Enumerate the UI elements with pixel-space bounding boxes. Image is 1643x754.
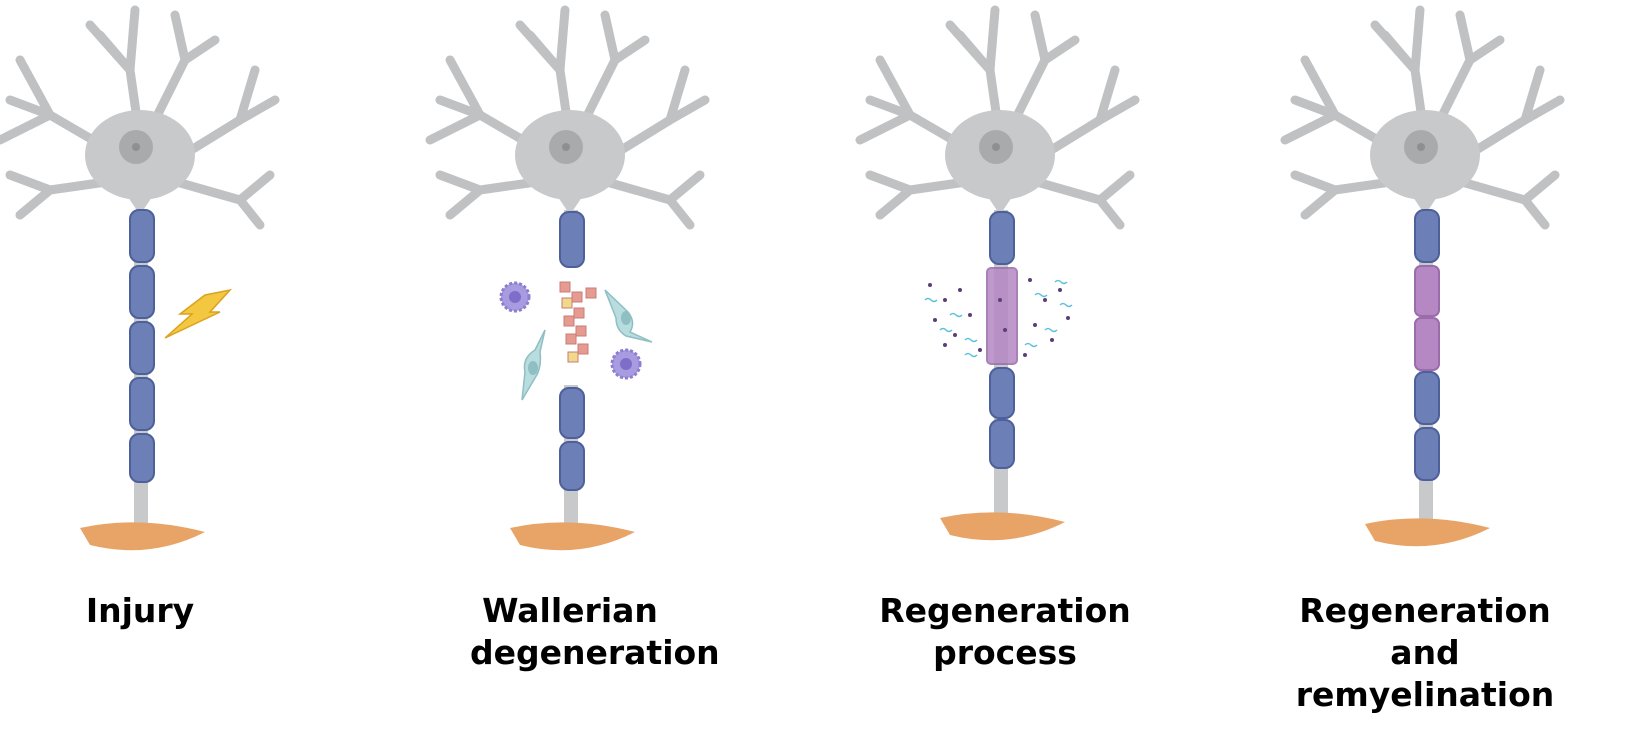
panel-wallerian-degeneration: Wallerian degeneration — [390, 0, 750, 754]
myelin-sheaths — [1414, 209, 1440, 481]
neuron-illustration — [855, 5, 1140, 541]
neuron-body — [0, 5, 280, 230]
macrophage-cell — [610, 348, 642, 380]
axon-terminal — [940, 512, 1065, 541]
panel-regeneration-and-remyelination: Regeneration and remyelination — [1245, 0, 1605, 754]
neuron-illustration — [1280, 5, 1565, 547]
neuron-body — [1280, 5, 1565, 230]
growth-factors — [924, 278, 1073, 358]
myelin-sheaths — [129, 209, 155, 483]
axon-terminal — [1365, 518, 1490, 547]
macrophage-cell — [499, 281, 531, 313]
schwann-cell — [521, 329, 546, 401]
neuron-body — [855, 5, 1140, 230]
new-myelin-sheaths — [1414, 265, 1440, 371]
stage-label: Injury — [85, 591, 195, 630]
panel-injury: Injury — [0, 0, 320, 754]
axon-terminal — [80, 522, 205, 551]
axon-terminal — [510, 522, 635, 551]
panel-regeneration-process: Regeneration process — [820, 0, 1180, 754]
myelin-debris — [559, 281, 597, 363]
lightning-bolt-icon — [164, 288, 233, 339]
neuron-body — [425, 5, 710, 230]
neuron-illustration — [425, 5, 710, 551]
myelin-sheaths — [559, 211, 585, 491]
stage-label: Regeneration and remyelination — [1295, 591, 1555, 714]
schwann-cell — [604, 289, 653, 343]
stage-label: Regeneration process — [879, 591, 1131, 672]
stage-label: Wallerian degeneration — [470, 591, 720, 672]
myelin-sheaths — [989, 211, 1015, 469]
neuron-illustration — [0, 5, 280, 551]
regenerating-segment — [986, 267, 1018, 365]
